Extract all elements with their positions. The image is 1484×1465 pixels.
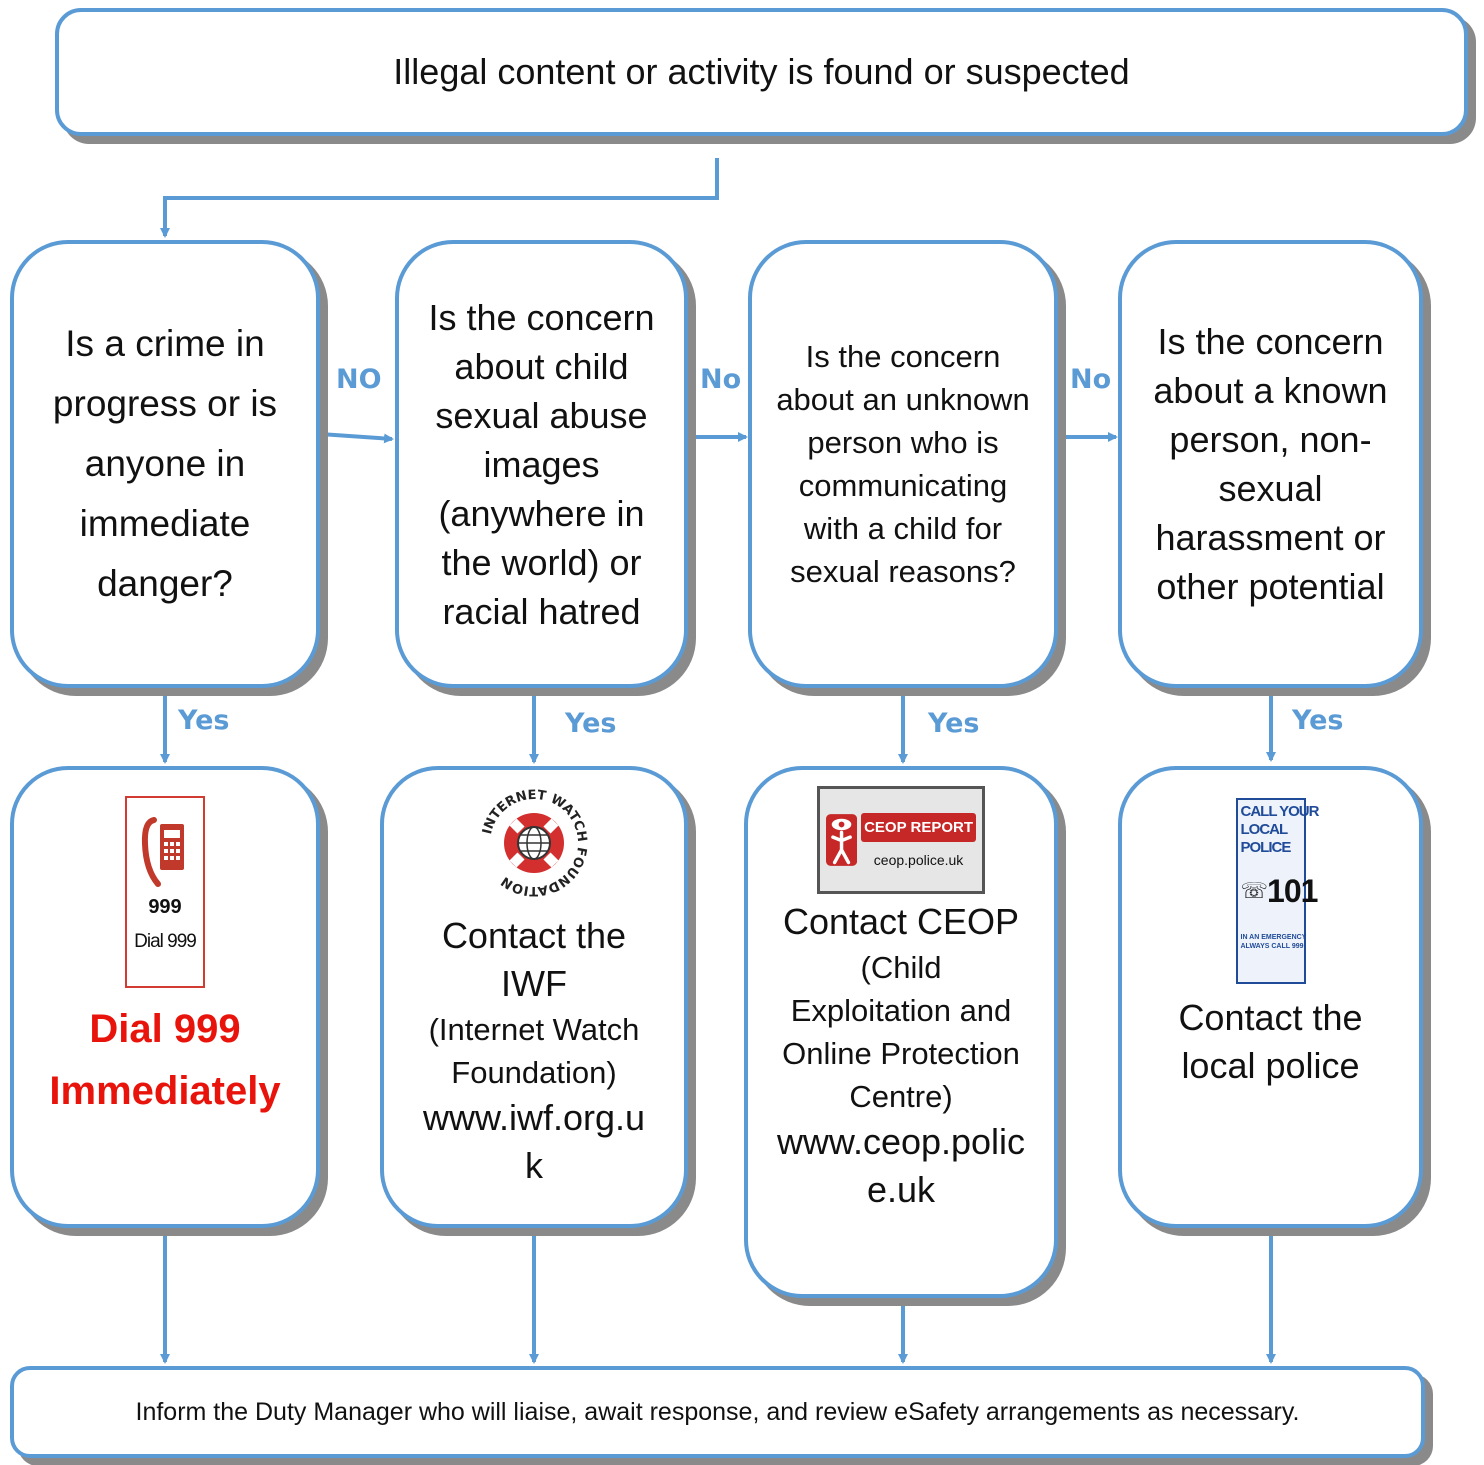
phone-logo-number: 999 [148,896,182,918]
iwf-contact-text: Contact the IWF [441,915,627,1004]
police-logo-small1: IN AN EMERGENCY [1240,934,1307,941]
phone-icon [141,817,184,887]
footer-text: Inform the Duty Manager who will liaise,… [135,1397,1300,1426]
question-box-crime: Is a crime in progress or is anyone in i… [10,240,320,688]
title-text: Illegal content or activity is found or … [393,51,1130,92]
phone-logo-caption: Dial 999 [134,931,197,952]
police-logo-small2: ALWAYS CALL 999 [1240,943,1304,950]
action-box-dial-999: 999 Dial 999 Dial 999 Immediately [10,766,320,1228]
label-yes-2: Yes [565,708,617,739]
immediately-text: Immediately [49,1069,281,1113]
question-box-known-person: Is the concern about a known person, non… [1118,240,1423,688]
police-logo-line2: LOCAL [1240,821,1289,838]
label-no-1: NO [336,364,382,395]
arrow-title-to-q1 [160,158,719,238]
label-no-3: No [1070,364,1112,395]
police-101-logo: CALL YOUR LOCAL POLICE ☏ 101 IN AN EMERG… [1235,798,1319,984]
iwf-lifebuoy-icon: INTERNET WATCH FOUNDATION [480,788,589,898]
ceop-report-logo: CEOP REPORT ceop.police.uk [817,786,985,894]
question-text: Is the concern about child sexual abuse … [428,296,655,632]
title-box: Illegal content or activity is found or … [55,8,1468,136]
ceop-contact-text: Contact CEOP [782,901,1020,942]
question-text: Is a crime in progress or is anyone in i… [52,323,278,604]
ceop-logo-url: ceop.police.uk [873,851,964,868]
question-text: Is the concern about a known person, non… [1153,321,1388,607]
police-contact-text: Contact the local police [1178,997,1363,1086]
action-box-local-police: CALL YOUR LOCAL POLICE ☏ 101 IN AN EMERG… [1118,766,1423,1228]
footer-box: Inform the Duty Manager who will liaise,… [10,1366,1425,1458]
ceop-full-name: (Child Exploitation and Online Protectio… [782,950,1020,1114]
dial-999-text: Dial 999 [89,1007,241,1051]
iwf-full-name: (Internet Watch Foundation) [428,1012,640,1090]
police-logo-line1: CALL YOUR [1240,803,1320,820]
question-box-unknown-person: Is the concern about an unknown person w… [748,240,1058,688]
ceop-url: www.ceop.police.uk [776,1121,1026,1210]
label-yes-3: Yes [928,708,980,739]
phone-handset-icon: ☏ [1240,878,1268,903]
phone-logo: 999 Dial 999 [125,796,205,988]
label-no-2: No [700,364,742,395]
ceop-eye-icon [826,814,858,866]
label-yes-1: Yes [178,705,230,736]
iwf-url: www.iwf.org.uk [422,1097,646,1186]
arrow-q1-to-q2 [319,432,394,444]
ceop-logo-title: CEOP REPORT [861,812,976,842]
question-text: Is the concern about an unknown person w… [776,339,1030,589]
police-logo-number: 101 [1267,873,1318,909]
action-box-iwf: INTERNET WATCH FOUNDATION Contact the IW… [380,766,688,1228]
police-logo-line3: POLICE [1240,839,1292,856]
label-yes-4: Yes [1292,705,1344,736]
action-box-ceop: CEOP REPORT ceop.police.uk Contact CEOP … [744,766,1058,1298]
question-box-abuse-images: Is the concern about child sexual abuse … [395,240,688,688]
